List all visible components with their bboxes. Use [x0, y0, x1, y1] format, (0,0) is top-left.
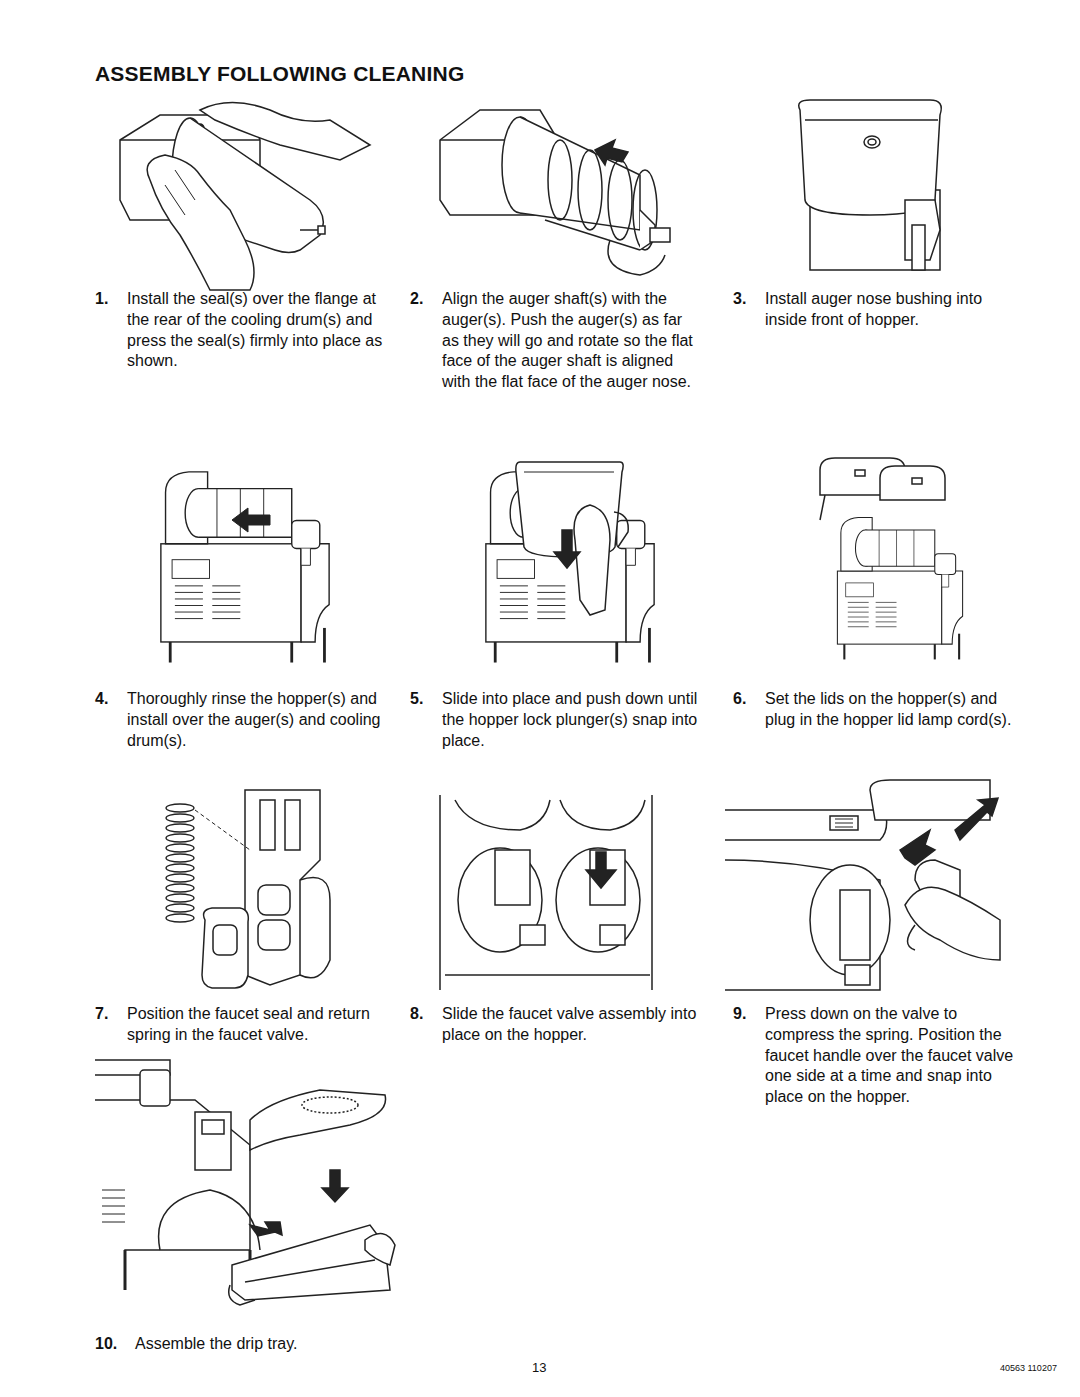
step-number: 4. [95, 689, 108, 710]
step-number: 5. [410, 689, 423, 710]
step-instruction: Set the lids on the hopper(s) and plug i… [765, 689, 1023, 731]
step-instruction: Thoroughly rinse the hopper(s) and insta… [127, 689, 385, 751]
step-instruction: Position the faucet seal and return spri… [127, 1004, 385, 1046]
step-number: 7. [95, 1004, 108, 1025]
step-number: 8. [410, 1004, 423, 1025]
page-number: 13 [532, 1360, 546, 1377]
document-code: 40563 110207 [1000, 1363, 1057, 1375]
step-number: 3. [733, 289, 746, 310]
step-number: 6. [733, 689, 746, 710]
step-instruction: Assemble the drip tray. [135, 1334, 393, 1355]
step-instruction: Align the auger shaft(s) with the auger(… [442, 289, 700, 393]
step-number: 1. [95, 289, 108, 310]
step-instruction: Install auger nose bushing into inside f… [765, 289, 1023, 331]
step-number: 2. [410, 289, 423, 310]
page-title: ASSEMBLY FOLLOWING CLEANING [95, 62, 464, 86]
step-instruction: Install the seal(s) over the flange at t… [127, 289, 385, 372]
step-number: 10. [95, 1334, 117, 1355]
step-instruction: Press down on the valve to compress the … [765, 1004, 1023, 1108]
step-instruction: Slide the faucet valve assembly into pla… [442, 1004, 700, 1046]
step-number: 9. [733, 1004, 746, 1025]
step-instruction: Slide into place and push down until the… [442, 689, 700, 751]
